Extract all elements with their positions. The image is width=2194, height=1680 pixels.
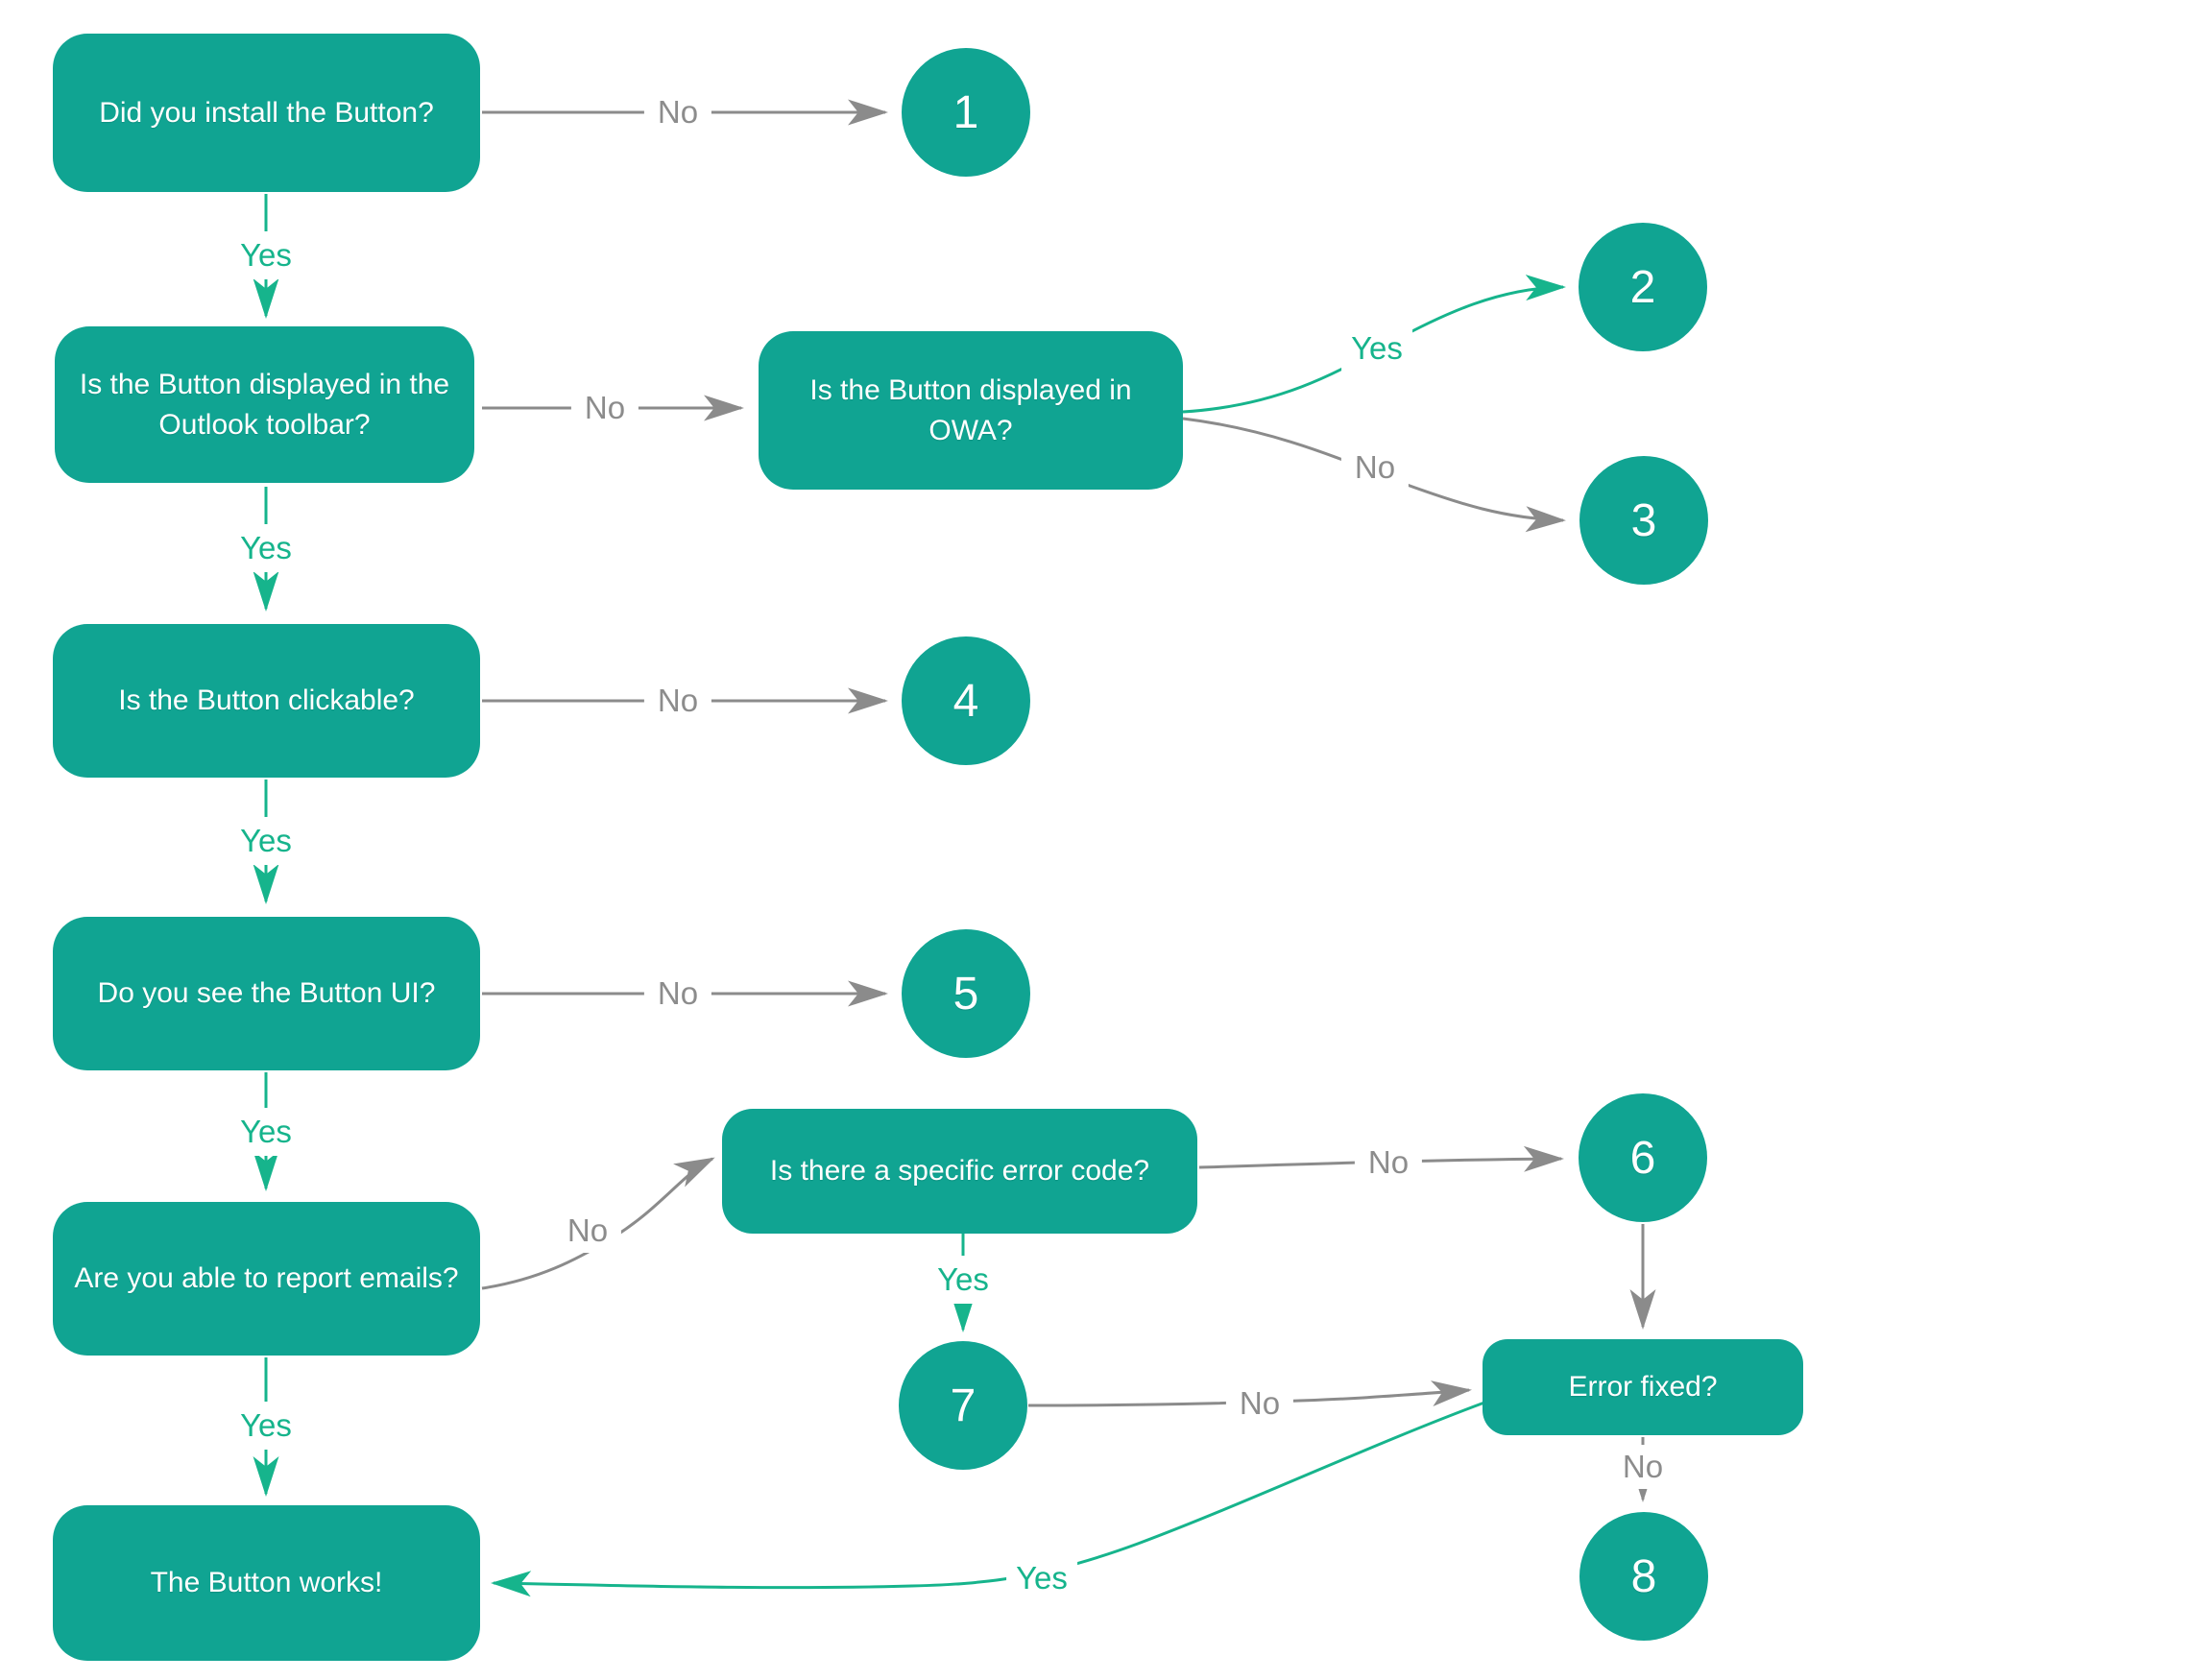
label-clickable-no: No (643, 679, 712, 723)
terminal-1: 1 (902, 48, 1030, 177)
node-error-code: Is there a specific error code? (722, 1109, 1197, 1234)
label-owa-no: No (1340, 445, 1410, 490)
label-owa-yes: Yes (1341, 324, 1412, 372)
node-clickable: Is the Button clickable? (53, 624, 480, 778)
edge-7-no (1027, 1380, 1472, 1407)
label-install-no: No (643, 90, 712, 134)
terminal-6: 6 (1579, 1093, 1707, 1222)
node-error-fixed: Error fixed? (1483, 1339, 1803, 1435)
node-toolbar: Is the Button displayed in the Outlook t… (55, 326, 474, 483)
node-works: The Button works! (53, 1505, 480, 1661)
terminal-2: 2 (1579, 223, 1707, 351)
label-clickable-yes: Yes (230, 817, 301, 865)
label-errorfixed-no: No (1608, 1445, 1677, 1489)
label-ui-no: No (643, 972, 712, 1016)
terminal-7: 7 (899, 1341, 1027, 1470)
node-owa: Is the Button displayed in OWA? (759, 331, 1183, 490)
terminal-3: 3 (1579, 456, 1708, 585)
terminal-8: 8 (1579, 1512, 1708, 1641)
terminal-5: 5 (902, 929, 1030, 1058)
label-report-no: No (553, 1209, 622, 1253)
label-toolbar-no: No (570, 386, 639, 430)
label-install-yes: Yes (230, 231, 301, 279)
label-toolbar-yes: Yes (230, 524, 301, 572)
label-errorcode-yes: Yes (928, 1256, 999, 1304)
label-report-yes: Yes (230, 1402, 301, 1450)
node-report: Are you able to report emails? (53, 1202, 480, 1356)
label-errorfixed-yes: Yes (1006, 1554, 1077, 1602)
label-ui-yes: Yes (230, 1108, 301, 1156)
label-7-no: No (1225, 1381, 1294, 1426)
node-install: Did you install the Button? (53, 34, 480, 192)
terminal-4: 4 (902, 636, 1030, 765)
label-errorcode-no: No (1354, 1140, 1423, 1185)
node-ui: Do you see the Button UI? (53, 917, 480, 1070)
